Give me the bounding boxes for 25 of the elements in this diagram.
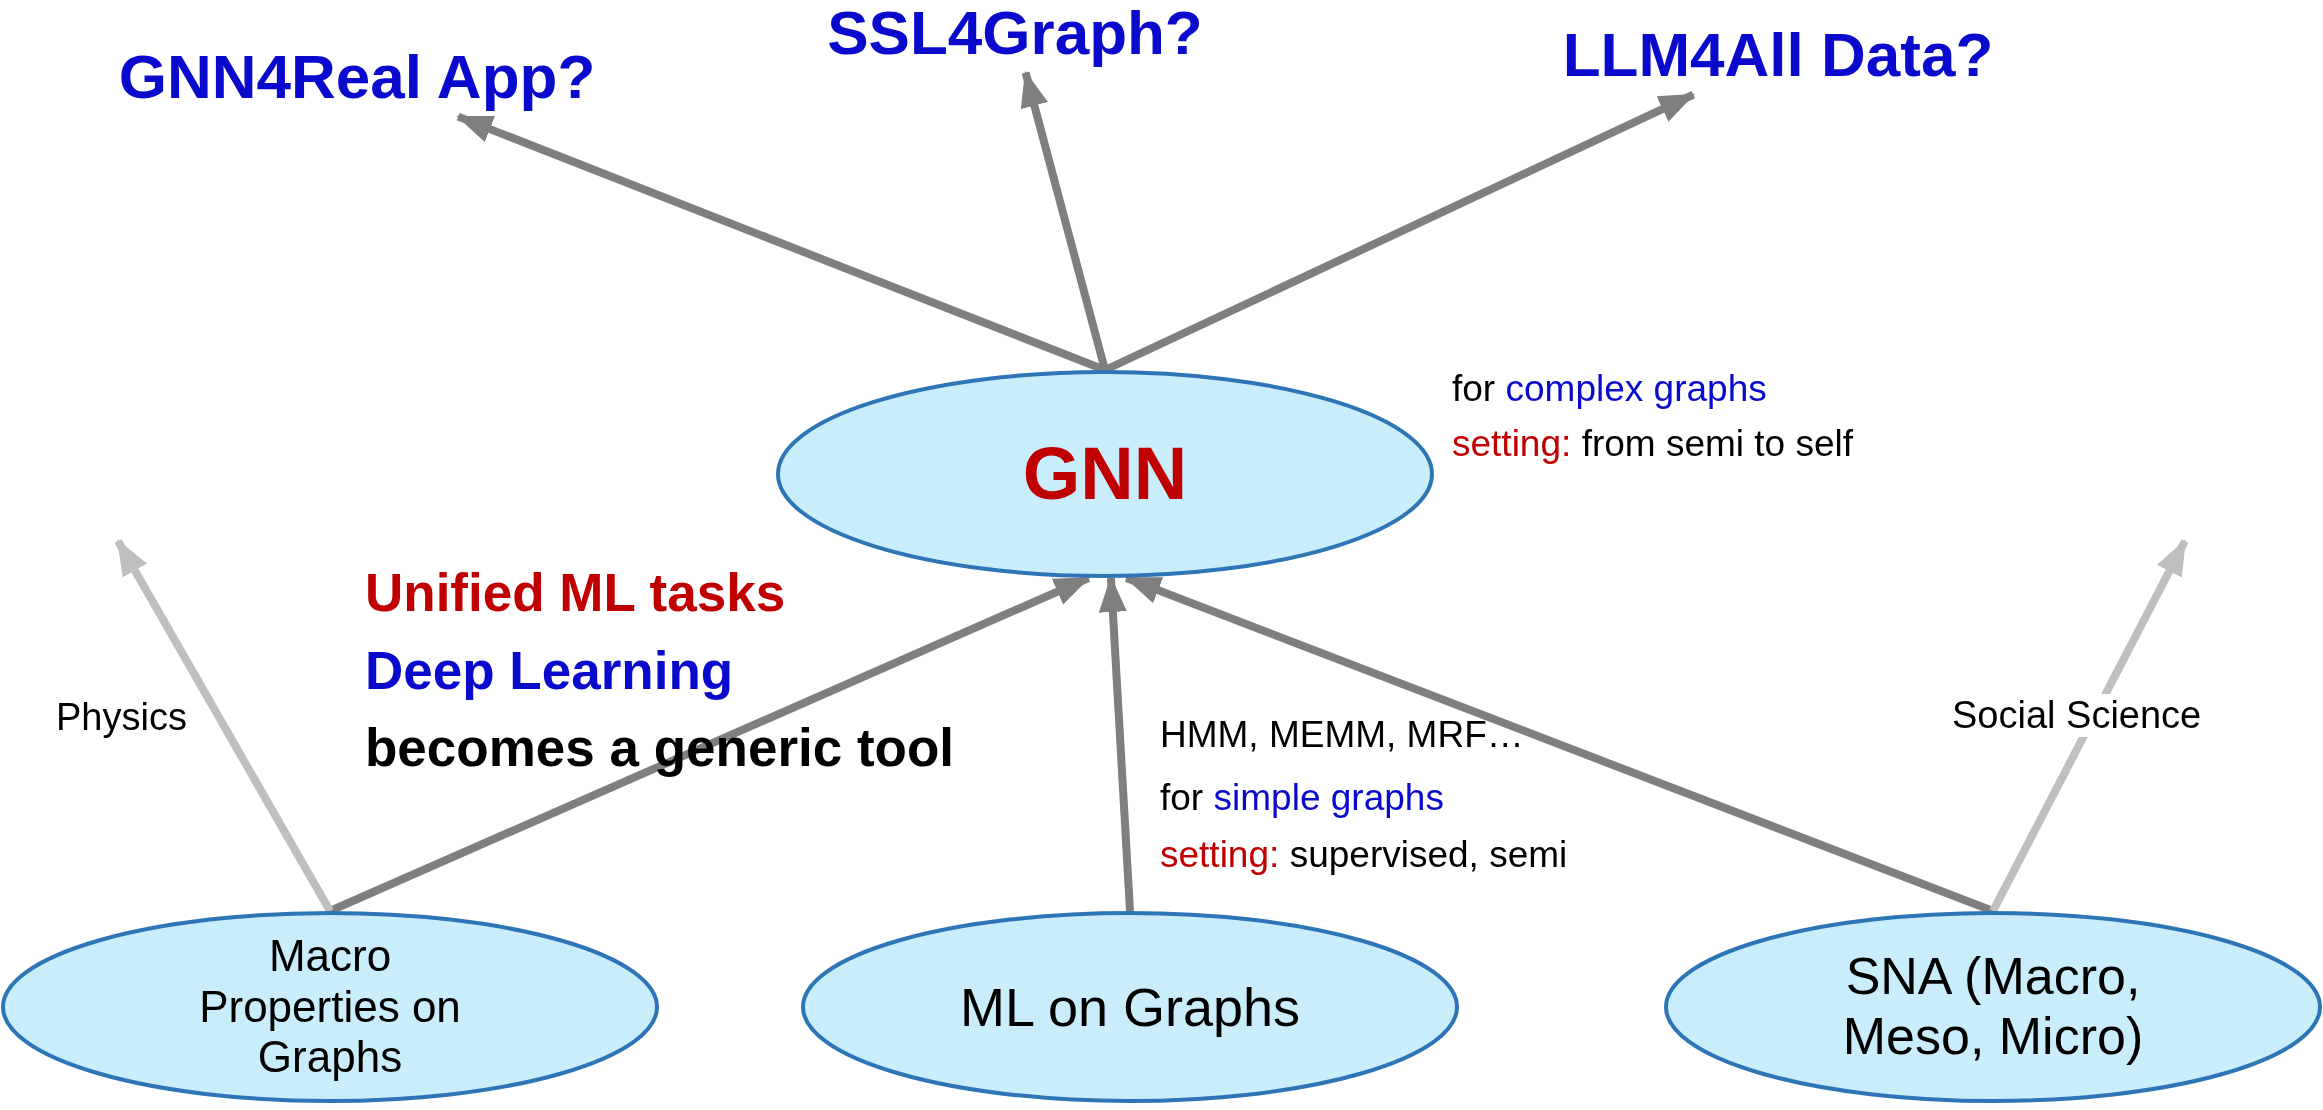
node-label: ML on Graphs [959,975,1301,1039]
arrow [114,539,334,913]
arrow [1989,539,2189,913]
annotation-text: simple graphs [1213,777,1444,819]
annotation-text: Unified ML tasks [365,562,786,623]
heading-text: SSL4Graph? [827,0,1203,69]
annotation-text: from semi to self [1581,423,1854,465]
arrow [1098,576,1134,912]
annotation-text: Deep Learning [365,640,734,701]
ellipse-node [1,911,659,1103]
annotation-text: setting: [1160,834,1280,876]
annotation-text: for [1452,368,1496,410]
ellipse-node [801,911,1459,1103]
annotation-text: HMM, MEMM, MRF… [1160,714,1524,756]
node-label: SNA (Macro, Meso, Micro) [1841,947,2145,1067]
node-label: GNN [1022,431,1188,517]
annotation-text: for [1160,777,1204,819]
node-label: Macro Properties on Graphs [198,931,462,1083]
heading-text: LLM4All Data? [1562,19,1994,91]
annotation-text: setting: [1452,423,1572,465]
heading-text: GNN4Real App? [118,41,596,113]
ellipse-node [1664,911,2322,1103]
annotation-text: supervised, semi [1289,834,1568,876]
annotation-text: becomes a generic tool [365,717,955,778]
annotation-text: complex graphs [1505,368,1767,410]
